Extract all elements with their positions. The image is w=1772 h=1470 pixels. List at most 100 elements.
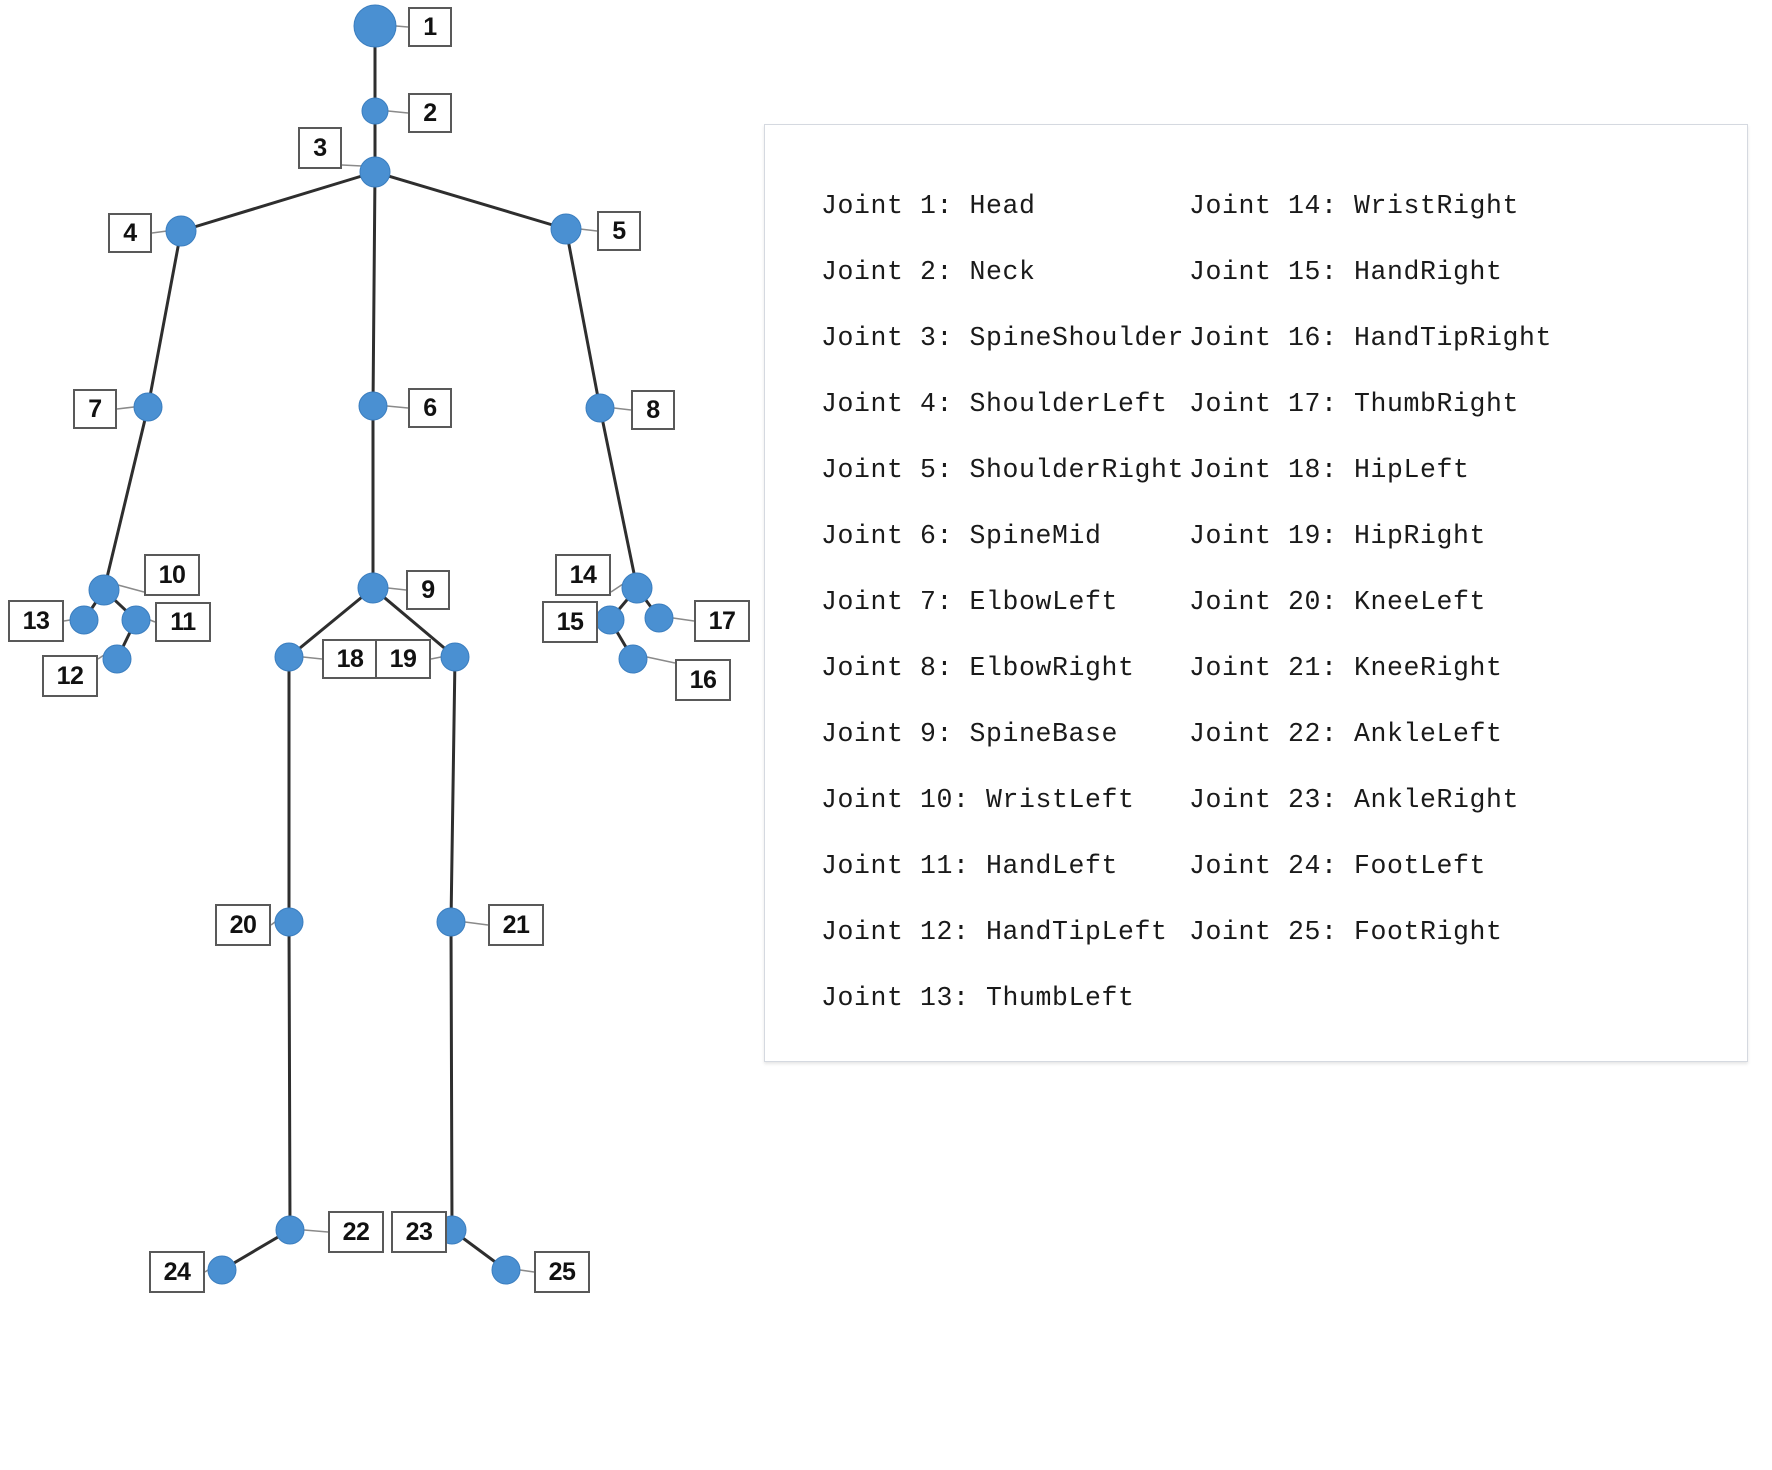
legend-item: Joint 15: HandRight — [1189, 257, 1503, 287]
leader-line — [270, 921, 276, 926]
joint-number-box[interactable]: 25 — [534, 1251, 590, 1293]
bone-segment — [287, 586, 375, 659]
joint-node[interactable] — [644, 603, 674, 633]
leader-line — [430, 656, 442, 660]
joint-number-box[interactable]: 20 — [215, 904, 271, 946]
joint-number-box[interactable]: 2 — [408, 93, 452, 133]
joint-node[interactable] — [621, 572, 653, 604]
legend-item: Joint 18: HipLeft — [1189, 455, 1470, 485]
legend-item: Joint 5: ShoulderRight — [821, 455, 1185, 485]
joint-node[interactable] — [361, 97, 389, 125]
legend-item: Joint 22: AnkleLeft — [1189, 719, 1503, 749]
bone-segment — [102, 405, 150, 592]
joint-node[interactable] — [88, 574, 120, 606]
leader-line — [610, 583, 624, 593]
joint-number-box[interactable]: 14 — [555, 554, 611, 596]
joint-node[interactable] — [491, 1255, 521, 1285]
joint-number-box[interactable]: 13 — [8, 600, 64, 642]
joint-node[interactable] — [121, 605, 151, 635]
joint-node[interactable] — [436, 907, 466, 937]
joints-group — [69, 4, 674, 1285]
leader-line — [579, 228, 598, 232]
leader-line — [387, 110, 409, 114]
leader-line — [204, 1269, 209, 1273]
legend-item: Joint 17: ThumbRight — [1189, 389, 1520, 419]
leader-line — [464, 921, 489, 926]
legend-item: Joint 6: SpineMid — [821, 521, 1102, 551]
bone-segment — [179, 170, 377, 233]
joint-number-box[interactable]: 4 — [108, 213, 152, 253]
joint-number-box[interactable]: 8 — [631, 390, 675, 430]
leader-line — [149, 619, 156, 623]
leader-line — [151, 230, 168, 234]
legend-item: Joint 14: WristRight — [1189, 191, 1520, 221]
joint-number-box[interactable]: 3 — [298, 127, 342, 169]
joint-number-box[interactable]: 7 — [73, 389, 117, 429]
legend-item: Joint 10: WristLeft — [821, 785, 1135, 815]
joint-number-box[interactable]: 5 — [597, 211, 641, 251]
bone-segment — [598, 406, 639, 590]
joint-node[interactable] — [585, 393, 615, 423]
legend-item: Joint 11: HandLeft — [821, 851, 1119, 881]
joint-number-box[interactable]: 1 — [408, 7, 452, 47]
legend-item: Joint 21: KneeRight — [1189, 653, 1503, 683]
joint-node[interactable] — [274, 642, 304, 672]
legend-item: Joint 25: FootRight — [1189, 917, 1503, 947]
leader-line — [116, 406, 135, 410]
joint-number-box[interactable]: 21 — [488, 904, 544, 946]
joint-node[interactable] — [358, 391, 388, 421]
bone-segment — [449, 920, 454, 1232]
joint-number-box[interactable]: 12 — [42, 655, 98, 697]
legend-item: Joint 3: SpineShoulder — [821, 323, 1185, 353]
leader-line — [63, 619, 71, 622]
leader-line — [395, 25, 409, 28]
legend-item: Joint 20: KneeLeft — [1189, 587, 1487, 617]
joint-node[interactable] — [69, 605, 99, 635]
leader-line — [302, 656, 323, 660]
bone-segment — [371, 586, 457, 659]
joint-node[interactable] — [165, 215, 197, 247]
bone-segment — [564, 227, 602, 410]
joint-number-box[interactable]: 15 — [542, 601, 598, 643]
joint-number-box[interactable]: 18 — [322, 639, 378, 679]
joint-number-box[interactable]: 10 — [144, 554, 200, 596]
joint-node[interactable] — [550, 213, 582, 245]
joint-node[interactable] — [353, 4, 397, 48]
joint-number-box[interactable]: 16 — [675, 659, 731, 701]
legend-item: Joint 7: ElbowLeft — [821, 587, 1119, 617]
joint-number-box[interactable]: 17 — [694, 600, 750, 642]
joint-number-box[interactable]: 24 — [149, 1251, 205, 1293]
joint-number-box[interactable]: 22 — [328, 1211, 384, 1253]
joint-node[interactable] — [133, 392, 163, 422]
legend-item: Joint 24: FootLeft — [1189, 851, 1487, 881]
joint-number-box[interactable]: 19 — [375, 639, 431, 679]
joint-node[interactable] — [595, 605, 625, 635]
joint-node[interactable] — [207, 1255, 237, 1285]
legend-item: Joint 16: HandTipRight — [1189, 323, 1553, 353]
joint-node[interactable] — [440, 642, 470, 672]
leader-line — [341, 164, 363, 167]
legend-item: Joint 12: HandTipLeft — [821, 917, 1168, 947]
joint-number-box[interactable]: 23 — [391, 1211, 447, 1253]
joint-node[interactable] — [357, 572, 389, 604]
joint-node[interactable] — [274, 907, 304, 937]
leader-line — [646, 656, 676, 664]
leader-line — [387, 587, 407, 591]
joint-node[interactable] — [359, 156, 391, 188]
joint-number-box[interactable]: 9 — [406, 570, 450, 610]
leader-line — [672, 617, 695, 622]
leader-line — [386, 405, 409, 409]
joint-node[interactable] — [102, 644, 132, 674]
joint-node[interactable] — [275, 1215, 305, 1245]
leader-line — [613, 407, 632, 411]
joint-number-box[interactable]: 6 — [408, 388, 452, 428]
joint-number-box[interactable]: 11 — [155, 602, 211, 642]
legend-item: Joint 1: Head — [821, 191, 1036, 221]
legend-item: Joint 19: HipRight — [1189, 521, 1487, 551]
leader-line — [117, 584, 145, 593]
bone-segment — [449, 655, 457, 924]
joint-node[interactable] — [618, 644, 648, 674]
